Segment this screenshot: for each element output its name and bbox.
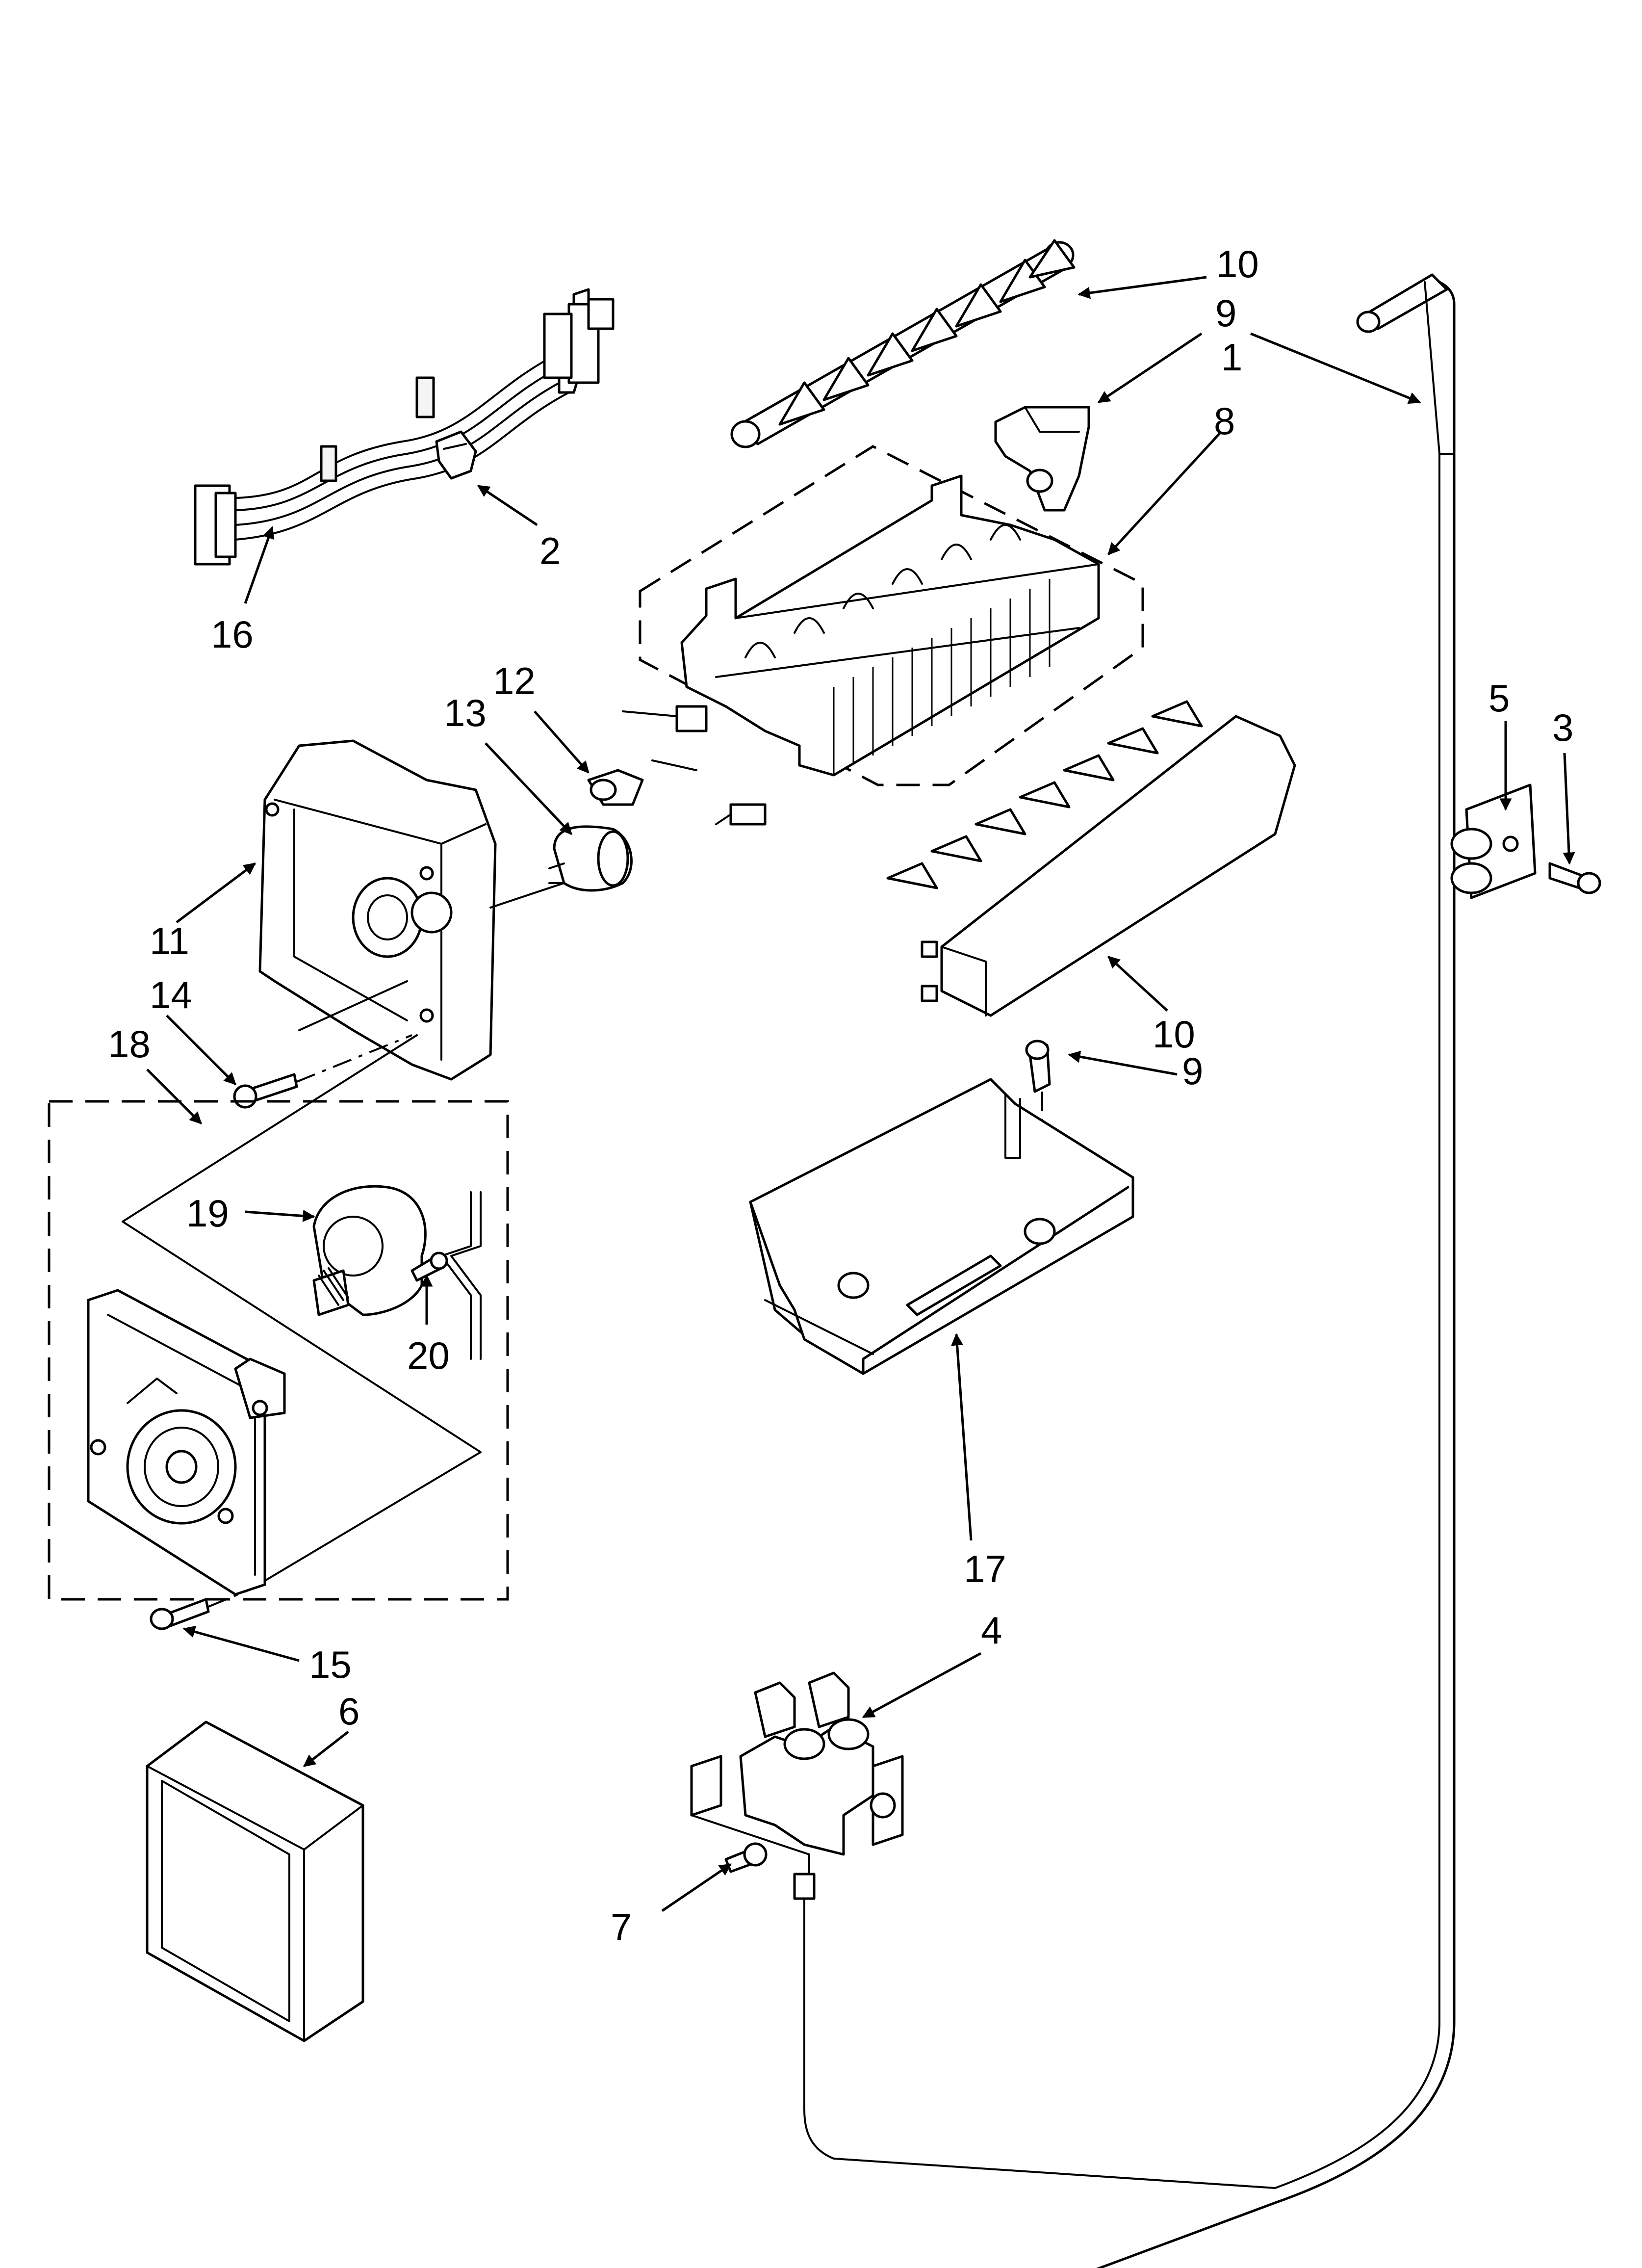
screw-part-15: [233, 1034, 412, 1109]
callout-17: 16: [211, 613, 254, 656]
callout-10: 10: [1216, 242, 1259, 286]
screw-part-21: [410, 1251, 448, 1282]
bracket-part-9-upper: [994, 406, 1090, 512]
screw-part-7: [724, 1842, 768, 1873]
callout-9-upper: 9: [1215, 291, 1236, 335]
callout-16: 15: [309, 1643, 352, 1686]
callout-1: 1: [1221, 336, 1242, 379]
ejector-part-10: [730, 239, 1076, 448]
callout-5: 5: [1488, 677, 1510, 720]
callout-4: 4: [981, 1609, 1002, 1652]
callout-8: 8: [1214, 399, 1235, 443]
callout-9-lower: 9: [1182, 1049, 1203, 1093]
clip-part-13: [587, 769, 644, 806]
tube-clamp-part-5: [1450, 783, 1537, 899]
callout-11: 10: [1153, 1013, 1195, 1056]
callout-15: 14: [150, 973, 192, 1017]
water-valve-part-4: [690, 1671, 904, 1875]
cover-part-11: [886, 700, 1296, 1017]
wire-harness-part-17: [194, 288, 615, 566]
callout-18: 17: [964, 1547, 1006, 1590]
callout-3: 3: [1552, 706, 1573, 749]
callout-14: 13: [444, 691, 487, 734]
callout-6: 6: [338, 1690, 359, 1733]
callout-labels: 10 9 1 8 2 16 5 3 12 13 11 10 9 14 18 19…: [108, 242, 1573, 1949]
clip-part-2: [435, 430, 477, 480]
screw-part-16: [150, 1589, 251, 1630]
mounting-plate: [87, 1289, 286, 1596]
callout-19: 18: [108, 1022, 151, 1066]
callout-7: 7: [611, 1905, 632, 1949]
shelf-part-18: [749, 1078, 1134, 1375]
fill-tube-part-1: [793, 273, 1456, 2268]
motor-part-20: [312, 1185, 482, 1360]
thermostat-part-14: [548, 825, 633, 892]
housing-part-12: [258, 739, 565, 1081]
leader-lines: [146, 276, 1575, 1912]
module-kit-part-19: [48, 1034, 509, 1601]
callout-21: 20: [407, 1334, 450, 1377]
screw-part-3: [1548, 862, 1601, 894]
frame-part-6: [146, 1721, 364, 2042]
callout-20: 19: [186, 1192, 229, 1235]
callout-2: 2: [539, 529, 561, 573]
mold-part-8: [622, 445, 1144, 826]
callout-12: 11: [150, 919, 189, 963]
callout-13: 12: [493, 659, 536, 703]
